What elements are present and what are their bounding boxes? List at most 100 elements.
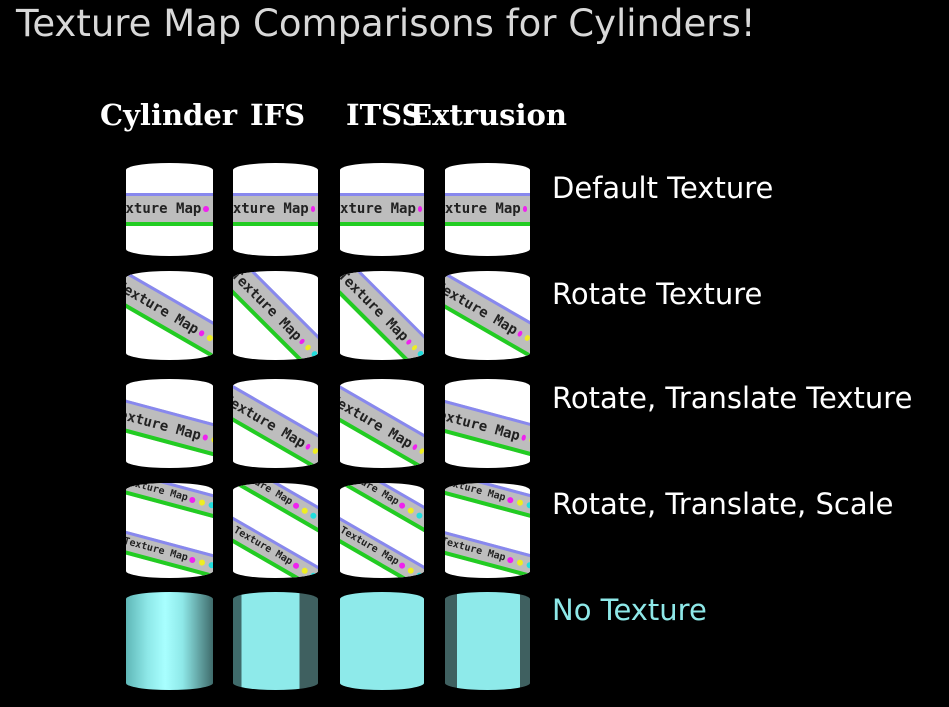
itss-shape-row-2: Texture Map xyxy=(340,271,424,360)
color-marker-icon xyxy=(415,571,424,578)
color-marker-icon xyxy=(398,561,407,571)
color-marker-icon xyxy=(411,443,419,451)
color-marker-icon xyxy=(210,436,213,444)
row-label-no-texture: No Texture xyxy=(552,593,707,627)
texture-map-image: Texture Map xyxy=(340,192,424,227)
texture-text: Texture Map xyxy=(126,404,203,444)
texture-text: Texture Map xyxy=(233,271,305,345)
column-header-itss: ITSS xyxy=(346,98,423,132)
texture-text: Texture Map xyxy=(445,278,521,339)
texture-map-image: Texture Map xyxy=(126,271,213,360)
texture-text: Texture Map xyxy=(126,277,202,338)
color-marker-icon xyxy=(417,350,424,358)
texture-text: Texture Map xyxy=(445,483,507,505)
texture-text: Texture Map xyxy=(126,483,189,505)
color-marker-icon xyxy=(515,559,524,567)
itss-shape-row-3: Texture Map xyxy=(340,379,424,468)
extrusion-shape-row-2: Texture Map xyxy=(445,271,530,360)
color-marker-icon xyxy=(406,506,416,516)
color-marker-icon xyxy=(411,344,419,352)
ifs-shape-row-5 xyxy=(233,592,318,690)
texture-map-image: Texture Map xyxy=(233,192,318,227)
texture-text: Texture Map xyxy=(445,404,522,445)
color-marker-icon xyxy=(515,499,524,507)
color-marker-icon xyxy=(506,556,514,564)
row-label-rotate-texture: Rotate Texture xyxy=(552,277,763,311)
row-label-rotate-translate-scale: Rotate, Translate, Scale xyxy=(552,487,894,521)
color-marker-icon xyxy=(415,511,424,521)
texture-text: Texture Map xyxy=(233,391,309,452)
color-marker-icon xyxy=(197,559,206,567)
cylinder-shape-row-3: Texture Map xyxy=(126,379,213,468)
extrusion-shape-row-1: Texture Map xyxy=(445,163,530,256)
texture-text: Texture Map xyxy=(340,525,401,569)
texture-text: Texture Map xyxy=(233,200,309,217)
color-marker-icon xyxy=(291,501,300,511)
column-header-ifs: IFS xyxy=(250,98,306,132)
texture-map-image: Texture Map xyxy=(126,192,213,227)
cylinder-shape-row-1: Texture Map xyxy=(126,163,213,256)
ifs-shape-row-3: Texture Map xyxy=(233,379,318,468)
texture-map-image: Texture Map xyxy=(445,528,530,578)
texture-map-image: Texture Map xyxy=(126,483,213,522)
color-marker-icon xyxy=(522,205,528,212)
texture-text: Texture Map xyxy=(445,200,521,217)
cylinder-shape-row-5 xyxy=(126,592,213,690)
texture-text: Texture Map xyxy=(340,271,412,345)
color-marker-icon xyxy=(291,561,300,571)
texture-text: Texture Map xyxy=(340,391,416,452)
ifs-shape-row-2: Texture Map xyxy=(233,271,318,360)
texture-map-image: Texture Map xyxy=(445,483,530,522)
texture-text: Texture Map xyxy=(126,536,189,565)
texture-map-image: Texture Map xyxy=(445,271,530,360)
color-marker-icon xyxy=(188,556,196,564)
color-marker-icon xyxy=(308,571,318,578)
texture-map-image: Texture Map xyxy=(233,271,318,360)
color-marker-icon xyxy=(203,205,210,212)
color-marker-icon xyxy=(398,501,407,511)
color-marker-icon xyxy=(516,330,524,338)
color-marker-icon xyxy=(308,511,318,521)
color-marker-icon xyxy=(304,443,312,451)
texture-map-image: Texture Map xyxy=(445,397,530,460)
color-marker-icon xyxy=(525,561,530,570)
row-label-rotate-translate: Rotate, Translate Texture xyxy=(552,381,913,415)
texture-map-image: Texture Map xyxy=(126,397,213,460)
itss-shape-row-5 xyxy=(340,592,424,690)
color-marker-icon xyxy=(417,205,423,212)
texture-text: Texture Map xyxy=(445,536,507,565)
texture-map-image: Texture Map xyxy=(340,385,424,468)
color-marker-icon xyxy=(205,334,213,343)
color-marker-icon xyxy=(207,561,213,570)
color-marker-icon xyxy=(405,338,413,346)
column-header-extrusion: Extrusion xyxy=(410,98,567,132)
texture-text: Texture Map xyxy=(340,483,401,509)
color-marker-icon xyxy=(312,447,318,456)
texture-map-image: Texture Map xyxy=(233,384,318,468)
color-marker-icon xyxy=(298,337,307,346)
extrusion-shape-row-5 xyxy=(445,592,530,690)
color-marker-icon xyxy=(304,344,313,352)
column-header-cylinder: Cylinder xyxy=(100,98,238,132)
color-marker-icon xyxy=(197,499,206,507)
color-marker-icon xyxy=(525,501,530,510)
color-marker-icon xyxy=(207,501,213,510)
cylinder-shape-row-2: Texture Map xyxy=(126,271,213,360)
color-marker-icon xyxy=(524,334,530,343)
page-title: Texture Map Comparisons for Cylinders! xyxy=(16,2,756,45)
texture-map-image: Texture Map xyxy=(340,271,424,360)
color-marker-icon xyxy=(188,496,196,504)
color-marker-icon xyxy=(506,496,514,504)
color-marker-icon xyxy=(310,205,316,212)
color-marker-icon xyxy=(201,433,209,442)
color-marker-icon xyxy=(300,506,309,516)
color-marker-icon xyxy=(520,434,528,442)
color-marker-icon xyxy=(406,566,416,576)
row-label-default-texture: Default Texture xyxy=(552,171,774,205)
texture-text: Texture Map xyxy=(233,483,295,509)
color-marker-icon xyxy=(300,566,309,576)
